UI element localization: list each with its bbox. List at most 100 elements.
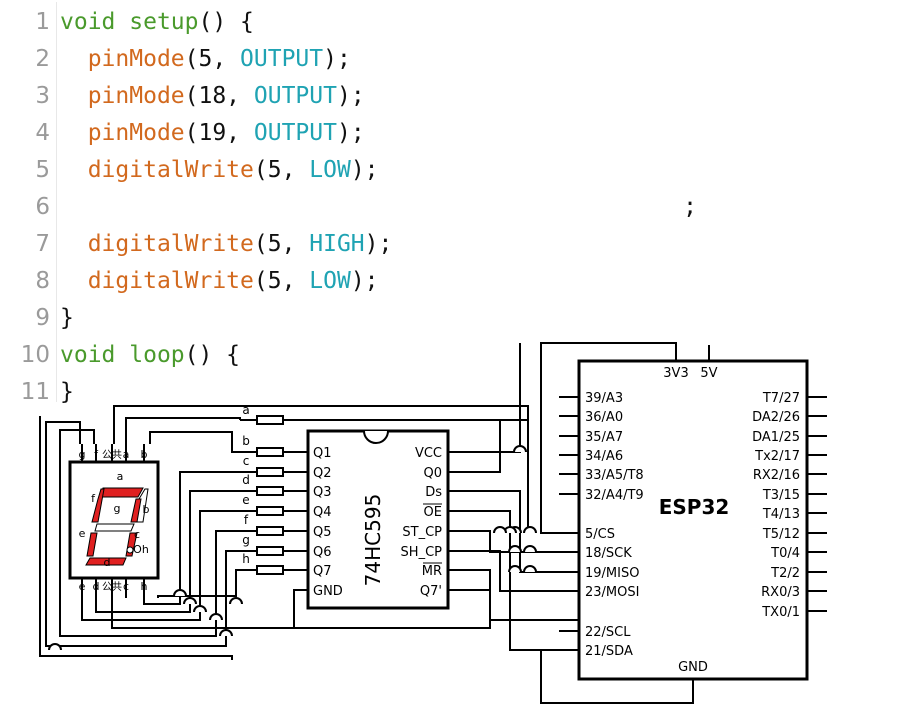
segment-label-c: c xyxy=(134,528,140,541)
line-number: 3 xyxy=(35,83,50,109)
esp32-pin-3v3: 3V3 xyxy=(663,366,688,381)
display-pin-label-公共: 公共 xyxy=(102,581,122,593)
segment-e xyxy=(86,532,98,557)
line-text: digitalWrite(5, HIGH); xyxy=(60,226,393,262)
code-token: (19, xyxy=(184,120,254,146)
sr-pin-Q6: Q6 xyxy=(313,545,332,560)
wire-common-bottom xyxy=(111,598,294,629)
sr-pin-Q5: Q5 xyxy=(313,525,332,540)
wire-crossover xyxy=(493,526,507,534)
code-line[interactable]: 7 digitalWrite(5, HIGH); xyxy=(0,226,901,262)
shift-register-chip xyxy=(306,429,450,610)
segment-a xyxy=(99,487,144,498)
wire-crossover xyxy=(523,526,537,534)
line-number: 7 xyxy=(35,231,50,257)
resistor-e xyxy=(256,506,284,516)
code-line[interactable]: 8 digitalWrite(5, LOW); xyxy=(0,263,901,299)
wire-seg-a-alt xyxy=(125,417,241,444)
line-number: 10 xyxy=(20,342,50,368)
segment-label-f: f xyxy=(91,492,96,505)
code-token: void xyxy=(60,342,116,368)
esp32-pin-label: 22/SCL xyxy=(585,625,631,640)
code-token: ); xyxy=(323,46,351,72)
line-number: 2 xyxy=(35,46,50,72)
wire-crossover xyxy=(508,545,522,553)
wire-chip-gnd xyxy=(293,589,491,629)
wire-crossover xyxy=(219,629,233,637)
code-line[interactable]: 11} xyxy=(0,374,901,410)
esp32-pin-label: 19/MISO xyxy=(585,566,639,581)
sr-pin-GND: GND xyxy=(313,584,343,599)
esp32-title: ESP32 xyxy=(659,495,730,519)
gutter-divider xyxy=(56,2,57,402)
segment-label-d: d xyxy=(104,556,111,569)
sr-pin-Q4: Q4 xyxy=(313,505,332,520)
esp32-pin-gnd: GND xyxy=(678,660,708,675)
wire-crossover xyxy=(508,565,522,573)
code-line[interactable]: 4 pinMode(19, OUTPUT); xyxy=(0,115,901,151)
wire-3v3-to-5cs-route xyxy=(540,342,677,534)
segment-label-b: b xyxy=(143,503,150,516)
wire-crossover xyxy=(523,545,537,553)
wire-label-b: b xyxy=(242,434,250,448)
esp32-pin-label: 32/A4/T9 xyxy=(585,488,644,503)
wire-seg-h xyxy=(157,569,257,598)
line-text: ; xyxy=(60,189,697,225)
segment-label-e: e xyxy=(79,527,86,540)
esp32-pin-label: T7/27 xyxy=(762,391,800,406)
code-token: (5, xyxy=(253,231,310,257)
code-line[interactable]: 10 void loop() { xyxy=(0,337,901,373)
line-text: void setup() { xyxy=(60,4,254,40)
segment-label-h: Oh xyxy=(133,543,149,556)
code-token: () { xyxy=(184,342,241,368)
display-pin-label-d: d xyxy=(93,580,100,593)
wire-crossover xyxy=(513,445,527,453)
code-line[interactable]: 2 pinMode(5, OUTPUT); xyxy=(0,41,901,77)
line-text: pinMode(18, OUTPUT); xyxy=(60,78,365,114)
code-token: ; xyxy=(60,194,697,220)
wire-seg-d xyxy=(95,490,257,613)
code-token: digitalWrite xyxy=(87,268,254,294)
code-line[interactable]: 3 pinMode(18, OUTPUT); xyxy=(0,78,901,114)
esp32-pin-label: 23/MOSI xyxy=(585,585,639,600)
decimal-point xyxy=(126,546,134,554)
esp32-pin-label: T5/12 xyxy=(762,527,800,542)
wire-mr xyxy=(448,569,579,621)
code-token: } xyxy=(60,305,74,331)
wire-q0 xyxy=(448,419,529,533)
display-pin-label-c: c xyxy=(123,580,129,593)
esp32-pin-label: 35/A7 xyxy=(585,430,623,445)
chip-notch xyxy=(363,430,389,444)
sr-pin-Ds: Ds xyxy=(425,485,442,500)
resistor-h xyxy=(256,565,284,575)
wire-label-c: c xyxy=(243,454,250,468)
sr-pin-Q7: Q7 xyxy=(313,564,332,579)
code-token: OUTPUT xyxy=(253,120,337,146)
display-pin-label-g: g xyxy=(79,448,86,461)
esp32-pin-label: 39/A3 xyxy=(585,391,623,406)
code-token: ); xyxy=(336,83,365,109)
code-token: (5, xyxy=(184,46,241,72)
display-pin-label-b: b xyxy=(141,448,148,461)
esp32-pin-5v: 5V xyxy=(700,366,717,381)
code-token: (18, xyxy=(184,83,254,109)
wire-outer-loop xyxy=(39,416,233,660)
resistor-g xyxy=(256,546,284,556)
esp32-pin-label: Tx2/17 xyxy=(754,449,800,464)
code-token: () { xyxy=(198,9,254,35)
code-line[interactable]: 5 digitalWrite(5, LOW); xyxy=(0,152,901,188)
code-line[interactable]: 6 ; xyxy=(0,189,901,225)
sr-pin-VCC: VCC xyxy=(415,446,442,461)
wire-crossover xyxy=(523,565,537,573)
chip-name: 74HC595 xyxy=(361,494,385,587)
display-pin-label-f: f xyxy=(94,448,99,461)
wire-label-g: g xyxy=(242,533,250,547)
code-line[interactable]: 9} xyxy=(0,300,901,336)
line-text: void loop() { xyxy=(60,337,240,373)
segment-label-g: g xyxy=(114,502,121,515)
sr-pin-ST_CP: ST_CP xyxy=(402,525,442,540)
line-text: } xyxy=(60,300,74,336)
